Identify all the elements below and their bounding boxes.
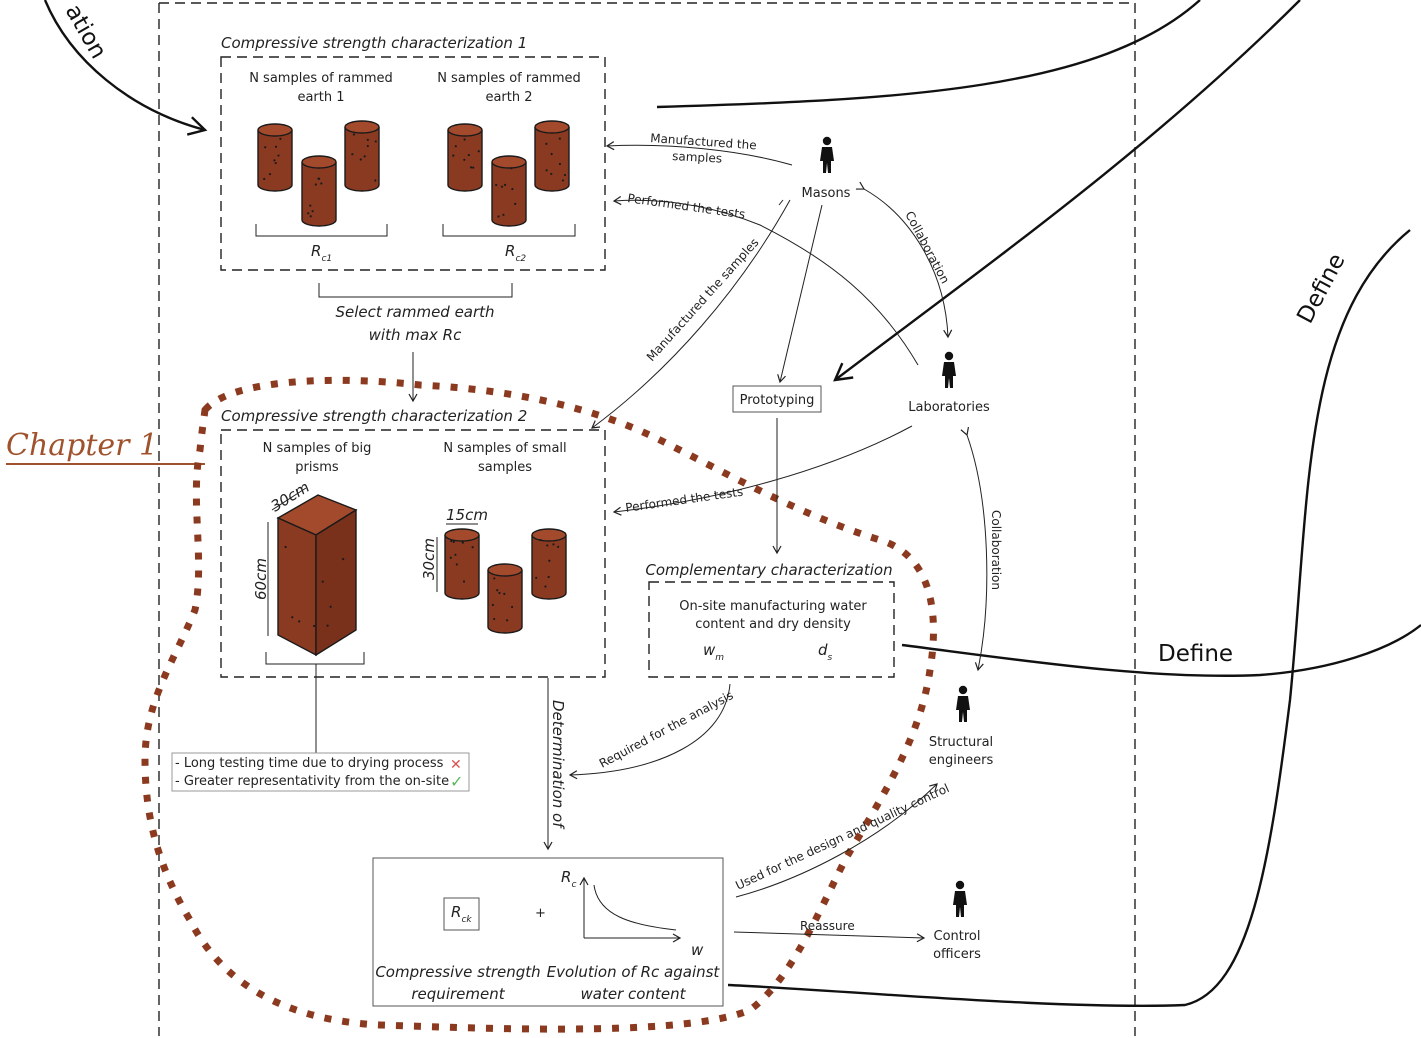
arrow-manufactured [605,141,793,166]
select-bracket [318,283,513,298]
arrow-masons-prototyping-2 [778,199,784,206]
arrow-performed-bottom [612,425,913,516]
box1-samples-2 [447,120,570,227]
big-prism [276,494,358,657]
arrow-masons-prototyping-1 [777,204,823,384]
box1-title: Compressive strength characterization 1 [221,34,527,52]
control-label-2: officers [933,947,981,962]
rck-label: Rck [451,903,472,925]
box2-left-label-1: N samples of big [263,441,372,456]
result-caption-left-1: Compressive strength [375,963,540,981]
note-line-1: - Long testing time due to drying proces… [175,756,444,771]
arc-top-left [43,0,208,136]
arrow-required [568,683,731,780]
small-samples [444,528,567,634]
masons-label: Masons [802,186,851,201]
box2-right-label-1: N samples of small [443,441,566,456]
label-required: Required for the analysis [597,688,736,771]
box1-right-label-1: N samples of rammed [437,71,581,86]
label-determination: Determination of [549,700,567,830]
note-line-2: - Greater representativity from the on-s… [175,774,449,789]
box1-samples-1 [257,120,380,227]
label-manufactured-diag: Manufactured the samples [644,236,762,364]
label-collaboration-top: Collaboration [902,209,952,286]
complementary-box: Complementary characterization On-site m… [645,561,895,678]
result-caption-right-1: Evolution of Rc against [547,963,721,981]
prototyping-label: Prototyping [740,393,815,408]
ds-label: ds [818,641,833,663]
box1-right-label-2: earth 2 [485,90,532,105]
prototyping-box: Prototyping [732,385,822,413]
label-performed-bottom: Performed the tests [624,485,744,515]
box2-left-label-2: prisms [295,460,339,475]
rc2-label: Rc2 [505,242,526,264]
box-characterization-1: Compressive strength characterization 1 … [220,34,606,271]
chapter-label: Chapter 1 [6,428,158,463]
control-label-1: Control [934,929,981,944]
cross-icon: ✕ [450,757,462,773]
box-characterization-2: Compressive strength characterization 2 … [220,407,606,678]
define-label-right: Define [1292,249,1350,327]
box1-left-label-1: N samples of rammed [249,71,393,86]
define-curves [656,0,1421,1007]
masons-icon [820,136,834,173]
outer-dashed-frame [158,2,1136,1036]
define-label-middle: Define [1158,641,1233,667]
laboratories-icon [942,351,956,388]
laboratories-label: Laboratories [908,400,990,415]
result-box: Rck + Rc w Compressive strength requirem… [372,857,724,1007]
arrow-collaboration-right [960,426,988,672]
dim-15cm: 15cm [446,506,488,524]
label-collaboration-right: Collaboration [989,510,1003,590]
rc1-label: Rc1 [311,242,332,264]
structural-label-1: Structural [929,735,993,750]
arrow-collaboration-top [855,181,953,339]
sample-texture [263,133,567,628]
arrow-used-for [735,783,938,898]
plus-sign: + [535,906,546,921]
select-label-1: Select rammed earth [335,303,494,321]
select-label-2: with max Rc [369,326,462,344]
arrow-reassure [733,931,926,943]
arc-top-left-label: ation [60,0,112,63]
structural-engineers-icon [956,685,970,722]
result-caption-right-2: water content [581,985,687,1003]
check-icon: ✓ [450,772,463,791]
structural-label-2: engineers [929,753,994,768]
arrow-manufactured-diag [591,199,791,429]
box2-right-label-2: samples [478,460,532,475]
complementary-line-2: content and dry density [695,617,851,632]
label-used-for: Used for the design and quality control [733,781,951,893]
rc-w-curve [593,884,677,931]
rc-axis-label: Rc [561,868,576,890]
complementary-line-1: On-site manufacturing water [679,599,867,614]
control-officers-icon [953,880,967,917]
label-performed-top: Performed the tests [627,191,747,221]
box2-title: Compressive strength characterization 2 [221,407,527,425]
w-axis-label: w [691,941,704,959]
label-reassure: Reassure [800,919,855,933]
notes-box: - Long testing time due to drying proces… [171,752,470,792]
label-manufactured-2: samples [672,149,723,166]
box1-left-label-2: earth 1 [297,90,344,105]
dim-60cm: 60cm [252,558,270,600]
dim-30cm-small: 30cm [420,538,438,580]
result-caption-left-2: requirement [411,985,505,1003]
wm-label: wm [703,641,724,663]
complementary-title: Complementary characterization [645,561,892,579]
